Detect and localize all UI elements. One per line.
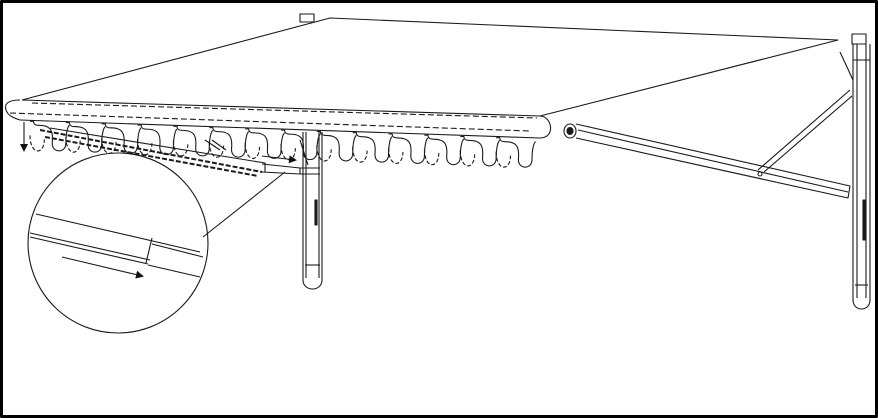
right-arm [575,89,853,199]
top-bracket-right [851,33,867,45]
scallop-retracted [495,151,512,168]
scallop [173,125,214,157]
right-arrow-icon [261,155,297,164]
scallop [316,130,357,162]
scallop-retracted [101,137,117,154]
scallop [65,122,106,153]
scallop-retracted [244,142,261,159]
scallop-retracted [208,141,225,158]
scallop-retracted [316,145,332,162]
scallop-retracted [459,150,476,167]
middle-support-post [299,132,323,290]
scallop [209,127,250,158]
scallop [388,133,429,164]
scallop [424,134,465,166]
roller-tube [4,99,577,139]
leader-line [202,171,286,238]
scallop [352,132,393,163]
scallop [496,137,536,168]
scallop-retracted [29,135,45,152]
brace [757,89,853,173]
scallop-retracted [280,144,296,161]
scallop-retracted [388,147,404,164]
scallop [460,135,501,167]
top-bracket-left [299,13,315,23]
right-support-post [839,44,871,310]
scallop [245,128,285,159]
canopy [21,13,867,117]
scallop-retracted [137,139,153,156]
scallop [137,124,178,156]
scallop-retracted [423,149,440,166]
detail-magnifier [27,152,286,334]
scallop [30,120,70,152]
scallop-retracted [65,136,81,153]
right-arrow-icon [61,256,144,279]
left-arm [39,127,320,177]
scallop-retracted [352,146,368,163]
scallop [281,129,321,161]
